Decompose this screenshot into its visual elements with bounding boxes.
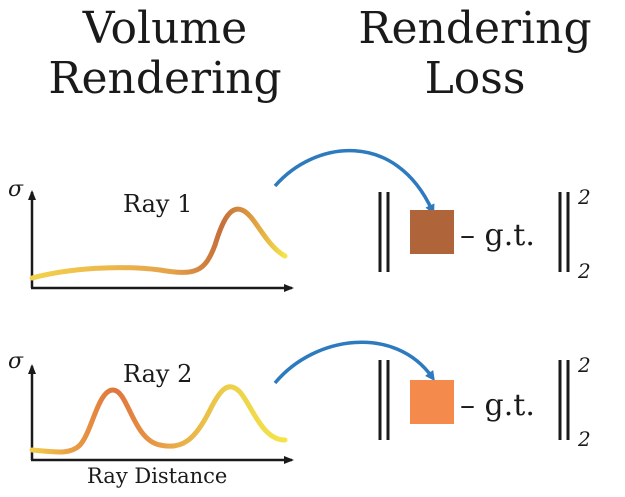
ray-2-density-curve [29,384,288,455]
ray-1-subscript: 2 [577,259,591,283]
ray-1-loss-term: – g.t. 2 2 [378,185,591,283]
ray-1-color-swatch [410,210,454,254]
loss-heading-line1: Rendering [358,3,592,54]
ray-2-color-swatch [410,380,454,424]
ray-2-gt-term: – g.t. [460,388,535,423]
volume-heading-line1: Volume [82,3,248,54]
ray-1-exponent: 2 [577,185,591,209]
volume-rendering-heading: Volume Rendering [30,4,300,104]
ray-1-arrow [273,149,435,215]
ray-2-arrow [273,340,435,385]
ray-1-plot: σ Ray 1 [8,177,294,292]
rendering-loss-heading: Rendering Loss [330,4,620,104]
volume-heading-line2: Rendering [48,53,282,104]
ray-1-gt-term: – g.t. [460,218,535,253]
ray-2-plot: σ Ray 2 Ray Distance [8,349,294,488]
x-axis-label: Ray Distance [87,464,227,488]
ray-2-subscript: 2 [577,427,591,451]
ray-2-sigma-label: σ [8,349,24,374]
loss-heading-line2: Loss [424,53,526,104]
ray-2-label: Ray 2 [123,360,192,388]
ray-2-exponent: 2 [577,353,591,377]
ray-1-label: Ray 1 [123,190,192,218]
ray-1-sigma-label: σ [8,177,24,202]
ray-2-loss-term: – g.t. 2 2 [378,353,591,451]
ray-1-density-curve [29,206,288,281]
